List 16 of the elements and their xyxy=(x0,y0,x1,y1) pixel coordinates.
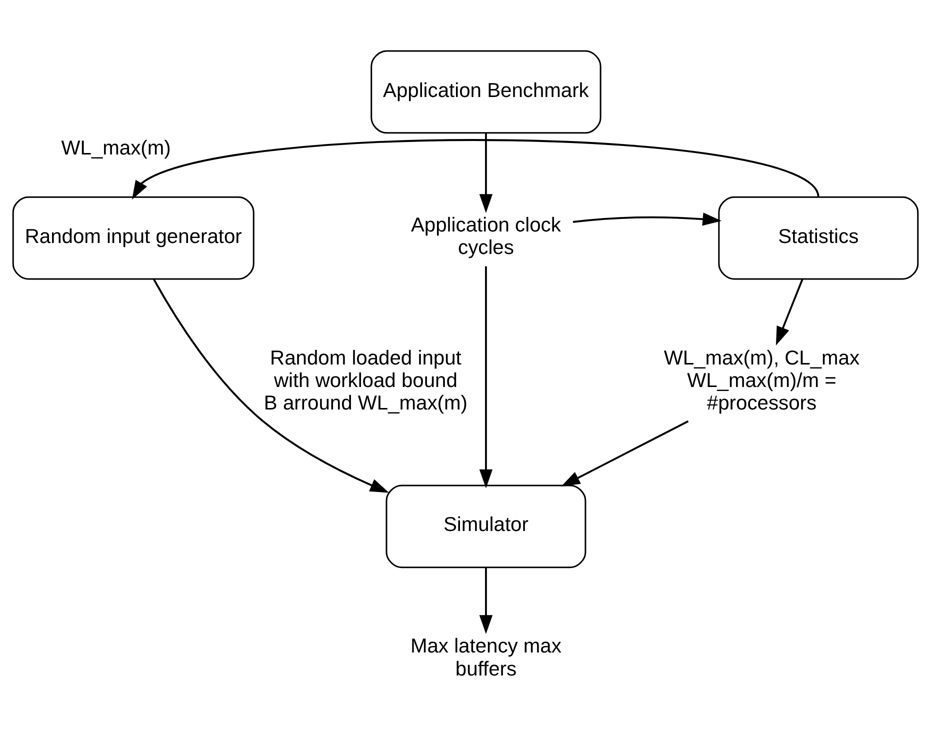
node-text: WL_max(m), CL_max WL_max(m)/m = #processors xyxy=(664,347,860,415)
arrow xyxy=(776,278,804,346)
arrow xyxy=(479,567,493,634)
arrow xyxy=(479,266,493,488)
node-box: Random input generator xyxy=(12,196,254,280)
arrow xyxy=(561,420,689,487)
node-box: Statistics xyxy=(718,196,919,280)
edge-label: WL_max(m) xyxy=(61,138,171,160)
arrow xyxy=(479,133,493,213)
node-box: Application Benchmark xyxy=(370,50,602,134)
node-box: Simulator xyxy=(386,484,586,568)
arrow xyxy=(152,278,390,493)
arrow xyxy=(572,212,722,226)
node-text: Max latency max buffers xyxy=(410,636,562,680)
edge-label: Random loaded input with workload bound B arround WL_max(m) xyxy=(264,347,468,415)
node-text: Application clock cycles xyxy=(411,214,561,260)
